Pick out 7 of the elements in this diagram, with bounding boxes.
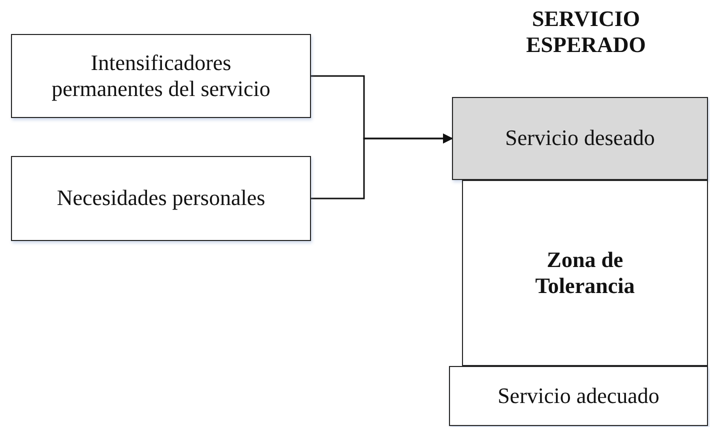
diagram-title: SERVICIO ESPERADO xyxy=(525,6,647,59)
connector-arrow xyxy=(311,134,453,200)
process-box: Necesidades personales xyxy=(11,156,311,241)
zone-box: Zona de Tolerancia xyxy=(462,180,708,366)
service-box: Servicio deseado xyxy=(452,97,708,180)
process-box: Servicio adecuado xyxy=(449,366,708,426)
process-box: Intensificadores permanentes del servicio xyxy=(11,34,311,118)
